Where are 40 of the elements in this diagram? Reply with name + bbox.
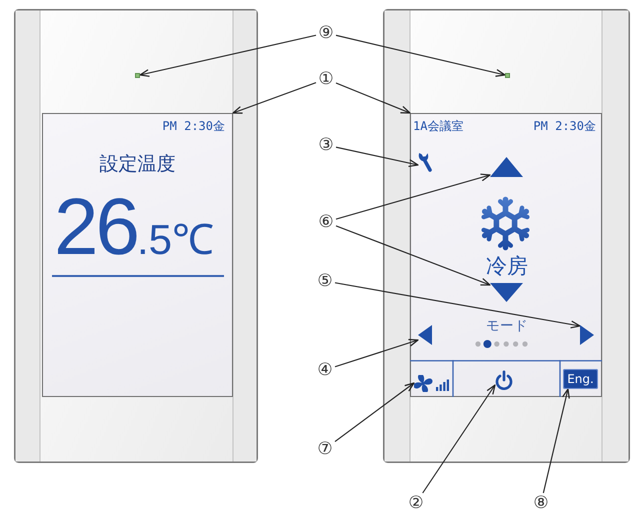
right-triangle-icon <box>580 325 594 345</box>
down-triangle-icon <box>490 283 523 302</box>
leader-line <box>334 282 581 328</box>
left-triangle-icon <box>418 325 432 345</box>
fan-speed-icon <box>414 375 451 392</box>
callout-number: ⑤ <box>315 271 335 291</box>
callout-number: ⑨ <box>316 23 336 43</box>
leader-line <box>336 174 491 220</box>
leader-line <box>336 82 411 114</box>
leader-line <box>542 388 570 494</box>
leader-line <box>232 82 316 114</box>
language-button: Eng. <box>563 369 598 389</box>
leader-line <box>139 34 316 77</box>
mode-name-text: 冷房 <box>486 255 528 278</box>
leader-line <box>422 384 496 494</box>
leader-line <box>334 382 415 442</box>
leader-line <box>336 225 491 286</box>
callout-number: ③ <box>316 135 336 155</box>
power-icon <box>495 370 513 390</box>
up-triangle-icon <box>490 157 523 177</box>
clock-text: PM 2:30金 <box>162 120 225 134</box>
callout-number: ② <box>406 493 426 513</box>
leader-line <box>336 34 506 77</box>
temperature-text: 26.5℃ <box>54 187 214 267</box>
callout-number: ④ <box>315 360 335 380</box>
wrench-icon <box>418 152 433 172</box>
heading-text: 設定温度 <box>100 154 176 176</box>
room-name-text: 1A会議室 <box>413 120 464 134</box>
callout-number: ⑧ <box>531 493 551 513</box>
callout-number: ① <box>316 69 336 89</box>
clock-text: PM 2:30金 <box>533 120 596 134</box>
leader-line <box>336 146 419 167</box>
leader-line <box>334 338 419 368</box>
callout-number: ⑦ <box>315 439 335 459</box>
callout-number: ⑥ <box>316 212 336 232</box>
indicator-light <box>135 73 140 78</box>
display-screen <box>42 113 233 397</box>
indicator-light <box>505 73 510 78</box>
display-screen <box>410 113 602 397</box>
menu-label-text: モード <box>486 320 528 334</box>
